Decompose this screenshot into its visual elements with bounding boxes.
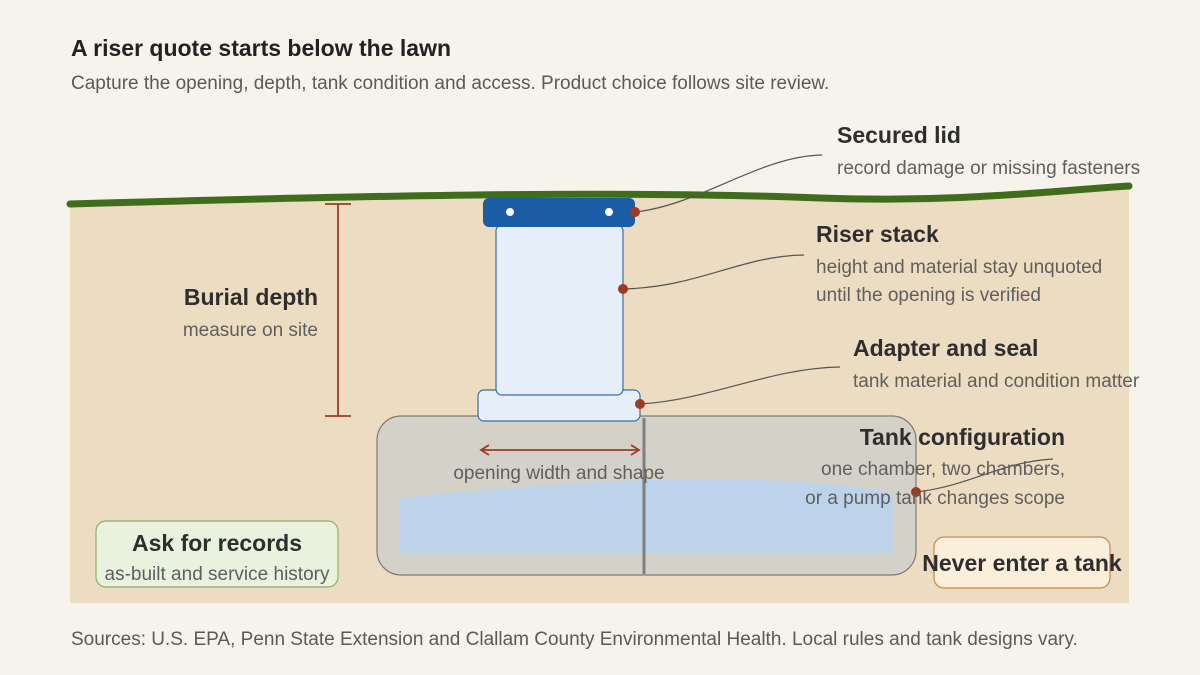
lid-fastener-icon [506, 208, 514, 216]
leader-riser-stack [618, 254, 805, 294]
burial-depth-title: Burial depth [184, 284, 318, 310]
riser-stack-title: Riser stack [816, 221, 939, 247]
page-title: A riser quote starts below the lawn [71, 35, 451, 61]
riser-stack-note-line1: height and material stay unquoted [816, 257, 1102, 278]
burial-depth-marker [325, 203, 351, 417]
adapter-seal-note: tank material and condition matter [853, 371, 1140, 392]
opening-width-label: opening width and shape [453, 463, 664, 484]
tank-liquid [399, 479, 894, 553]
tank-configuration-note-line2: or a pump tank changes scope [805, 488, 1065, 509]
warning-box [933, 536, 1111, 589]
adapter-seal-title: Adapter and seal [853, 335, 1038, 361]
burial-depth-note: measure on site [183, 320, 318, 341]
riser-stack [495, 224, 624, 396]
riser-lid [483, 198, 635, 227]
secured-lid-title: Secured lid [837, 122, 961, 148]
grass-line [66, 182, 1133, 208]
tank-configuration-note-line1: one chamber, two chambers, [821, 459, 1065, 480]
tank-configuration-title: Tank configuration [860, 424, 1065, 450]
page-subtitle: Capture the opening, depth, tank conditi… [71, 73, 829, 94]
records-box [95, 520, 339, 588]
leader-adapter-seal [635, 366, 841, 409]
lid-fastener-icon [605, 208, 613, 216]
leader-secured-lid [630, 154, 823, 217]
secured-lid-note: record damage or missing fasteners [837, 158, 1140, 179]
warning-box-title: Never enter a tank [922, 550, 1122, 576]
riser-stack-note-line2: until the opening is verified [816, 285, 1041, 306]
sources-note: Sources: U.S. EPA, Penn State Extension … [71, 629, 1078, 650]
records-box-note: as-built and service history [105, 564, 330, 585]
records-box-title: Ask for records [132, 530, 302, 556]
leader-tank-configuration [911, 458, 1054, 497]
opening-width-arrow [479, 444, 641, 456]
